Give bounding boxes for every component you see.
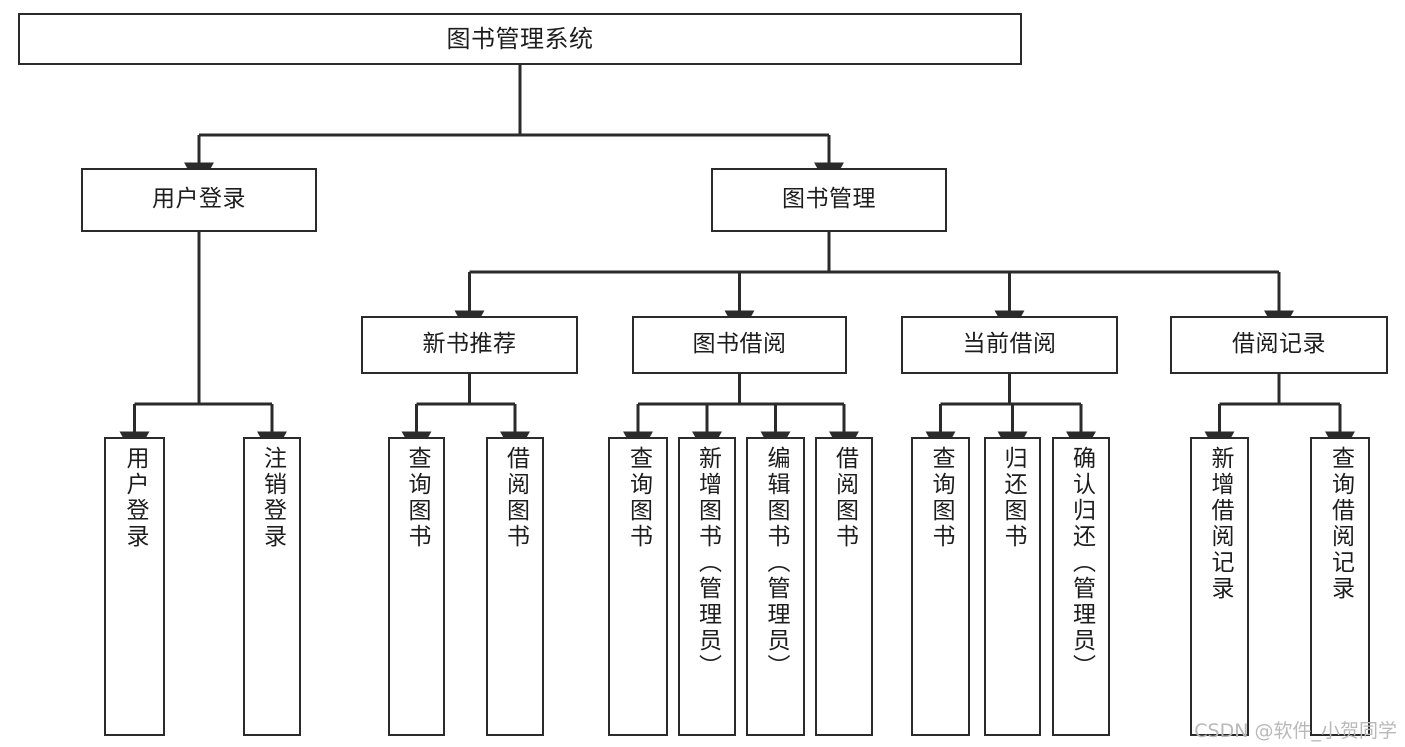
leaf-node-6-label: 编辑图书（管理员） [763,446,789,680]
leaf-node-12-label: 查询借阅记录 [1327,446,1354,602]
leaf-node-12[interactable]: 查询借阅记录 [1310,437,1370,736]
level3-node-3-label: 借阅记录 [1232,331,1326,358]
leaf-node-2-label: 查询图书 [404,446,430,550]
leaf-node-1[interactable]: 注销登录 [243,437,301,736]
level2-node-1-label: 图书管理 [782,186,876,213]
leaf-node-9-label: 归还图书 [1000,446,1026,550]
level3-node-0[interactable]: 新书推荐 [361,316,578,374]
level3-node-3[interactable]: 借阅记录 [1170,316,1388,374]
leaf-node-8-label: 查询图书 [928,446,954,550]
leaf-node-4[interactable]: 查询图书 [608,437,668,736]
level3-node-2-label: 当前借阅 [962,331,1057,358]
level2-node-1[interactable]: 图书管理 [711,168,947,232]
root-node[interactable]: 图书管理系统 [18,13,1022,65]
leaf-node-11[interactable]: 新增借阅记录 [1190,437,1249,736]
level3-node-0-label: 新书推荐 [422,331,517,358]
root-node-label: 图书管理系统 [446,24,594,53]
leaf-node-11-label: 新增借阅记录 [1207,446,1233,602]
level2-node-0-label: 用户登录 [152,186,246,213]
leaf-node-10[interactable]: 确认归还（管理员） [1052,437,1110,736]
level3-node-1-label: 图书借阅 [692,331,787,358]
level2-node-0[interactable]: 用户登录 [81,168,317,232]
leaf-node-3[interactable]: 借阅图书 [486,437,544,736]
level3-node-1[interactable]: 图书借阅 [632,316,847,374]
leaf-node-8[interactable]: 查询图书 [911,437,970,736]
leaf-node-1-label: 注销登录 [259,446,286,550]
leaf-node-5[interactable]: 新增图书（管理员） [678,437,736,736]
watermark: CSDN @软件_小贺同学 [1194,720,1397,742]
leaf-node-10-label: 确认归还（管理员） [1068,446,1095,680]
leaf-node-0-label: 用户登录 [122,446,148,550]
leaf-node-5-label: 新增图书（管理员） [694,446,721,680]
leaf-node-0[interactable]: 用户登录 [104,437,165,736]
leaf-node-9[interactable]: 归还图书 [984,437,1041,736]
leaf-node-7[interactable]: 借阅图书 [815,437,873,736]
leaf-node-2[interactable]: 查询图书 [388,437,445,736]
leaf-node-6[interactable]: 编辑图书（管理员） [746,437,805,736]
leaf-node-7-label: 借阅图书 [831,446,858,550]
leaf-node-4-label: 查询图书 [625,446,652,550]
leaf-node-3-label: 借阅图书 [502,446,529,550]
level3-node-2[interactable]: 当前借阅 [901,316,1118,374]
